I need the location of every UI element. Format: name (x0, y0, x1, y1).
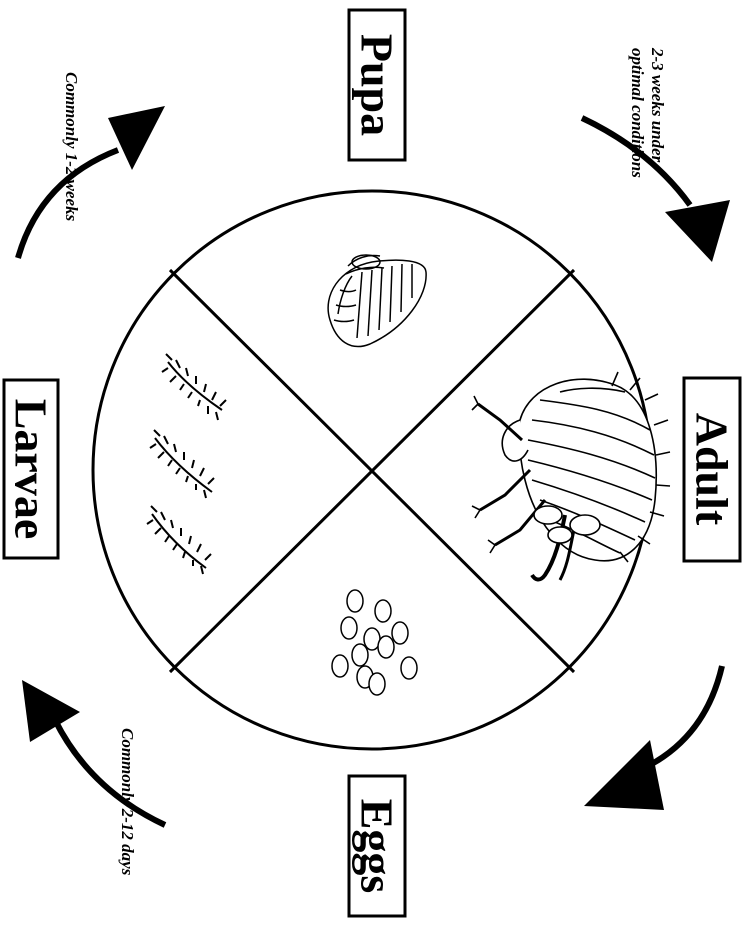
duration-larvae-to-pupa: Commonly 1-2 weeks (62, 72, 81, 222)
cycle-arrow-icon (22, 680, 167, 828)
larva-icon (146, 505, 212, 575)
cycle-arrow-icon (15, 106, 165, 259)
adult-flea-icon (471, 371, 671, 582)
stage-label-adult: Adult (682, 376, 742, 563)
stage-label-eggs: Eggs (347, 774, 407, 918)
larva-icon (161, 353, 227, 421)
stage-label-eggs-text: Eggs (352, 799, 403, 894)
eggs-icon (331, 589, 418, 696)
stage-label-larvae-text: Larvae (6, 399, 57, 540)
stage-label-adult-text: Adult (687, 413, 738, 526)
larva-icon (149, 429, 215, 499)
cycle-arrow-icon (584, 665, 725, 810)
cycle-arrow-icon (580, 115, 730, 262)
divider-line-b (168, 268, 576, 674)
duration-pupa-to-adult-line1: 2-3 weeks under (648, 47, 667, 163)
pupa-icon (327, 254, 427, 348)
stage-label-pupa: Pupa (347, 8, 407, 162)
stage-label-larvae: Larvae (2, 378, 60, 560)
stage-label-pupa-text: Pupa (352, 34, 403, 136)
